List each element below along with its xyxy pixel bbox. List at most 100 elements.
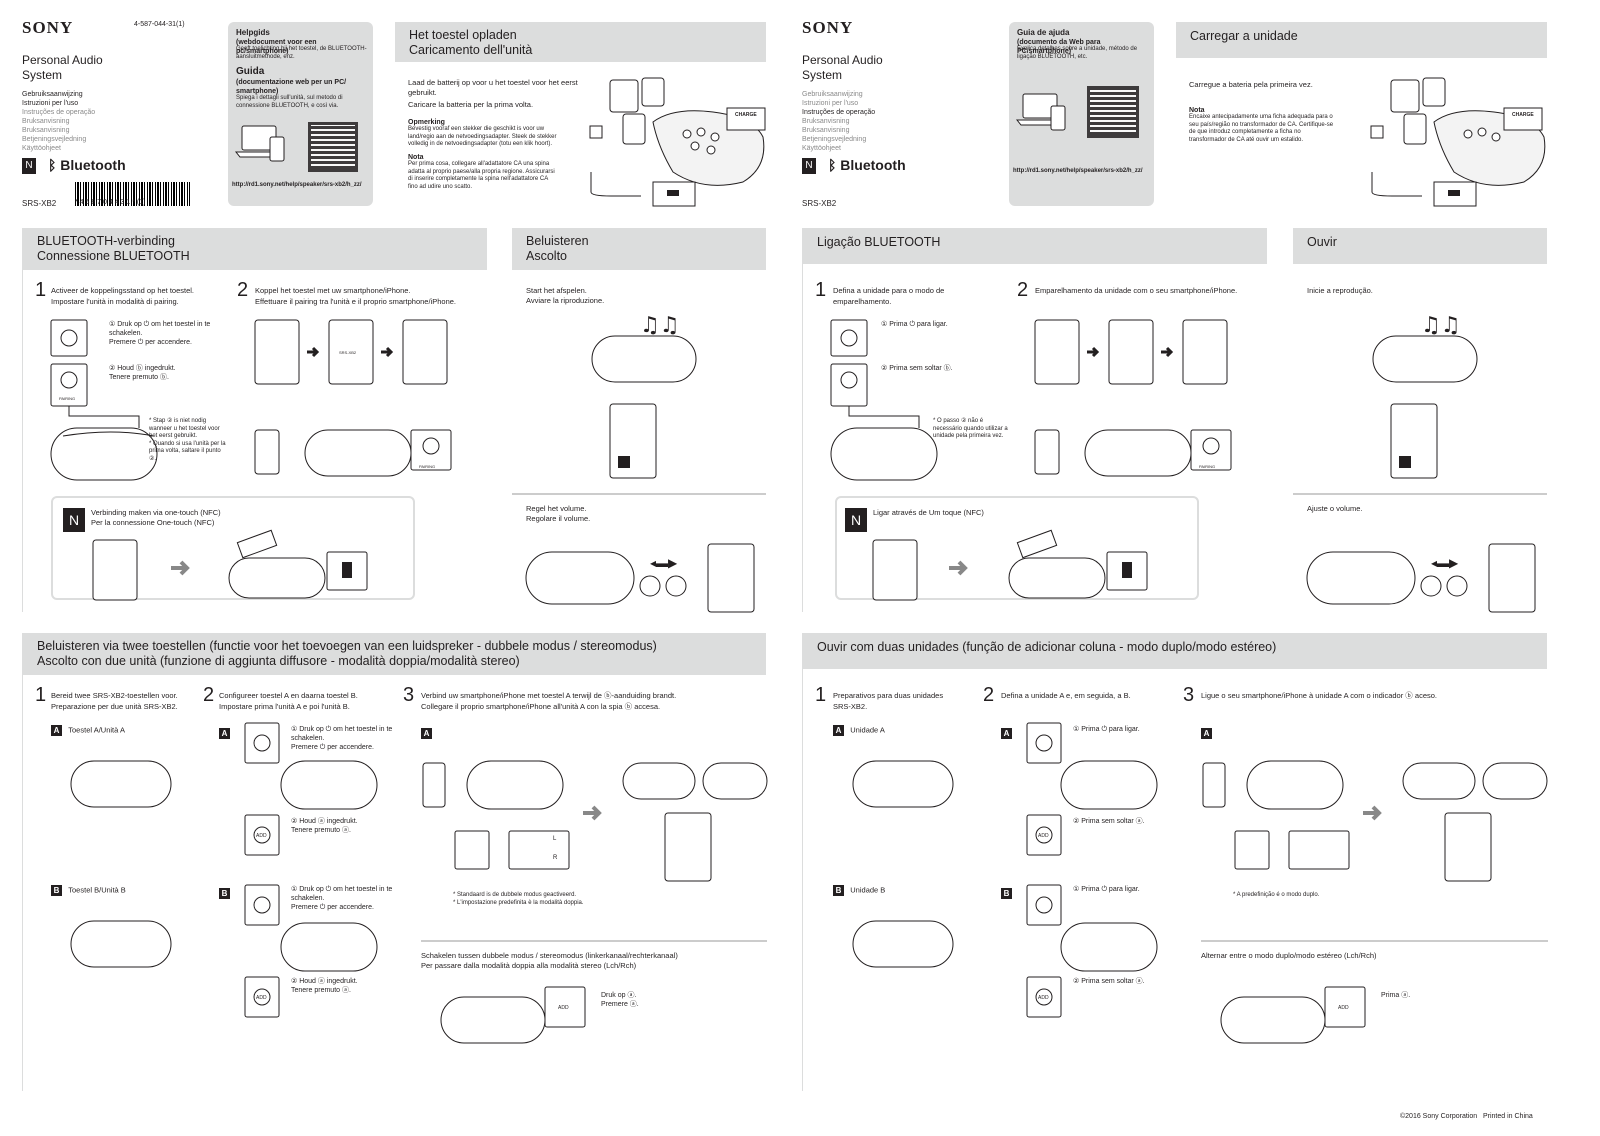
bt-footnote: * Stap ② is niet nodig wanneer u het toe… [149, 418, 220, 439]
charging-illustration [1370, 77, 1546, 207]
two-sub1b: ① Prima ⏻ para ligar. [1073, 886, 1140, 893]
two-units-panel: Beluisteren via twee toestellen (functie… [22, 633, 768, 1091]
charge-panel: Carregar a unidade Carregue a bateria pe… [1176, 22, 1547, 208]
nfc-text: Ligar através de Um toque (NFC) [873, 508, 984, 517]
bt-footnotes: * Stap ② is niet nodig wanneer u het toe… [149, 418, 229, 463]
two-units-header: Beluisteren via twee toestellen (functie… [23, 633, 766, 675]
bt-title1: BLUETOOTH-verbinding [37, 234, 176, 248]
bt-header: BLUETOOTH-verbinding Connessione BLUETOO… [23, 228, 487, 270]
add-label: ADD [1038, 995, 1049, 1001]
switch-text: Schakelen tussen dubbele modus / stereom… [421, 951, 678, 970]
nfc-text: Verbinding maken via one-touch (NFC) Per… [91, 508, 221, 527]
charge-note: Encaixe antecipadamente uma ficha adequa… [1189, 114, 1334, 143]
switch-text-line: Per passare dalla modalità doppia alla m… [421, 960, 637, 970]
helpguide-url[interactable]: http://rd1.sony.net/help/speaker/srs-xb2… [232, 182, 362, 188]
two-sub-text: ① Druk op ⏻ om het toestel in te schakel… [291, 886, 393, 902]
barcode [75, 182, 190, 206]
charge-text: Carregue a bateria pela primeira vez. [1189, 80, 1313, 89]
charge-note1-title: Opmerking [408, 119, 445, 126]
svg-text:♫♫: ♫♫ [1421, 313, 1460, 338]
step-text: Preparativos para duas unidades SRS-XB2. [833, 691, 944, 711]
two-sub-text: Premere ⏻ per accendere. [291, 904, 374, 911]
step2-unit-b-marker: B [219, 885, 230, 903]
unit-b-text: Toestel B/Unità B [68, 885, 126, 895]
step-text: Bereid twee SRS-XB2-toestellen voor. Pre… [51, 690, 211, 712]
listen-header: Ouvir [1293, 228, 1547, 264]
language-item: Bruksanvisning [802, 118, 850, 125]
step-number: 2 [983, 684, 995, 706]
volume-text-line: Regolare il volume. [526, 513, 591, 523]
charge-note-title: Nota [1189, 107, 1205, 114]
volume-icon: ◂▬▶ [650, 556, 678, 570]
sony-logo: SONY [22, 18, 74, 37]
product-title-line2: System [22, 68, 63, 82]
step-text: Emparelhamento da unidade com o seu smar… [1035, 286, 1238, 295]
laptop-phone-icon [234, 125, 285, 162]
press-text: Druk op ⓐ. Premere ⓐ. [601, 991, 639, 1009]
press-text: Prima ⓐ. [1381, 992, 1411, 999]
nfc-box: N Ligar através de Um toque (NFC) [835, 496, 1199, 601]
language-list: Gebruiksaanwijzing Istruzioni per l'uso … [22, 90, 95, 153]
helpguide-title: Helpgids [236, 28, 270, 37]
step-text-line: Effettuare il pairing tra l'unità e il p… [255, 297, 456, 306]
part-number: 4-587-044-31(1) [134, 21, 185, 28]
two-sub2: ② Houd ⓐ ingedrukt. Tenere premuto ⓐ. [291, 817, 401, 835]
step-number: 2 [203, 684, 215, 706]
bt-sub2: ② Houd ⓑ ingedrukt. Tenere premuto ⓑ. [109, 364, 219, 382]
step-text: Configureer toestel A en daarna toestel … [219, 690, 389, 712]
step-number: 1 [815, 279, 827, 301]
listen-panel: Beluisteren Ascolto Start het afspelen. … [512, 228, 766, 613]
r-label: R [553, 855, 558, 861]
two-footnote: * L'impostazione predefinita è la modali… [453, 900, 584, 906]
svg-text:♫♫: ♫♫ [640, 313, 679, 338]
helpguide-sub: (webdocument voor een pc/smartphone) [236, 39, 317, 55]
add-label: ADD [256, 833, 267, 839]
helpguide-desc2: Spiega i dettagli sull'unità, sul metodo… [236, 95, 343, 109]
press-text-line: Druk op ⓐ. [601, 992, 637, 999]
switch-text: Alternar entre o modo duplo/modo estéreo… [1201, 951, 1377, 960]
nfc-box: N Verbinding maken via one-touch (NFC) P… [51, 496, 415, 601]
sony-logo: SONY [802, 18, 854, 37]
two-units-title2: Ascolto con due unità (funzione di aggiu… [37, 654, 520, 668]
product-title-line1: Personal Audio [22, 53, 103, 67]
helpguide-desc: Explica detalhes sobre a unidade, método… [1017, 46, 1138, 60]
two-units-panel: Ouvir com duas unidades (função de adici… [802, 633, 1548, 1091]
step-text: Defina a unidade A e, em seguida, a B. [1001, 691, 1131, 700]
step-number: 1 [35, 684, 47, 706]
step-text-line: Impostare l'unità in modalità di pairing… [51, 297, 179, 306]
step-number: 3 [403, 684, 415, 706]
step-text-line: Verbind uw smartphone/iPhone met toestel… [421, 691, 677, 700]
bt-sub1: ① Prima ⏻ para ligar. [881, 321, 948, 328]
add-label: ADD [256, 995, 267, 1001]
unit-a-text: Toestel A/Unità A [68, 725, 125, 735]
language-item: Instruções de operação [22, 109, 96, 116]
charge-title1: Het toestel opladen [409, 28, 517, 42]
nfc-illustration [872, 529, 1148, 601]
charge-header: Carregar a unidade [1176, 22, 1547, 58]
charge-note2: Per prima cosa, collegare all'adattatore… [408, 161, 555, 190]
two-sub1: ① Prima ⏻ para ligar. [1073, 726, 1140, 733]
step-text-line: Impostare prima l'unità A e poi l'unità … [219, 702, 350, 711]
step-number: 2 [237, 279, 249, 301]
language-item: Käyttöohjeet [22, 145, 61, 152]
two-sub2: ② Prima sem soltar ⓐ. [1073, 818, 1145, 825]
product-title-line1: Personal Audio [802, 53, 883, 67]
qr-code [308, 122, 358, 172]
product-title-line2: System [802, 68, 843, 82]
add-label: ADD [558, 1005, 569, 1011]
two-footnote: * A predefinição é o modo duplo. [1233, 892, 1320, 898]
helpguide-url[interactable]: http://rd1.sony.net/help/speaker/srs-xb2… [1013, 168, 1143, 174]
helpguide-sub: (documento da Web para PC/smartphone) [1017, 39, 1101, 55]
helpguide-title: Guia de ajuda [1017, 28, 1070, 37]
two-sub-text: ① Druk op ⏻ om het toestel in te schakel… [291, 726, 393, 742]
volume-text: Ajuste o volume. [1307, 504, 1363, 513]
step2-unit-a-marker: A [219, 725, 230, 743]
language-item: Betjeningsvejledning [802, 136, 867, 143]
volume-text: Regel het volume. Regolare il volume. [526, 504, 590, 523]
listen-illustration: ♫♫ [512, 313, 766, 613]
helpguide-desc: Geeft toelichting bij het toestel, de BL… [236, 46, 367, 60]
two-units-illustrations [852, 722, 1548, 1044]
bt-sub2-text: ② Houd ⓑ ingedrukt. [109, 365, 176, 372]
add-label: ADD [1338, 1005, 1349, 1011]
two-units-title1: Beluisteren via twee toestellen (functie… [37, 639, 657, 653]
